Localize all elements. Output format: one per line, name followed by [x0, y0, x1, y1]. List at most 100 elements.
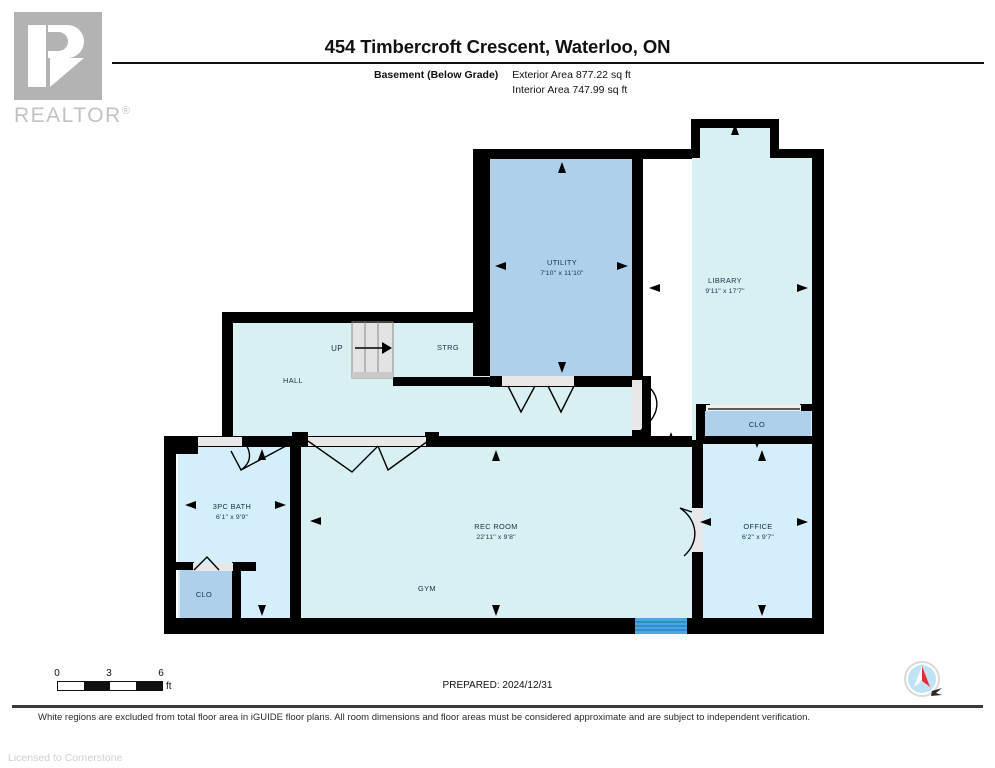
room-label-library: LIBRARY	[708, 276, 742, 285]
room-fill-library-main	[692, 158, 812, 440]
scale-tick-0: 0	[54, 668, 60, 679]
realtor-wordmark: REALTOR®	[14, 104, 131, 128]
disclaimer-text: White regions are excluded from total fl…	[38, 712, 811, 723]
wall-clo-library-left	[696, 404, 705, 440]
scale-unit-label: ft	[166, 681, 172, 692]
stairs-up	[351, 321, 394, 379]
wall-closet-bath-top-left	[176, 562, 194, 570]
dimension-arrows	[185, 124, 808, 616]
area-summary: Exterior Area 877.22 sq ft Interior Area…	[512, 68, 630, 98]
wall-bath-right	[290, 440, 301, 626]
wall-closet-bath-top-right	[232, 562, 256, 571]
stairs-outline	[351, 321, 394, 379]
level-info: Basement (Below Grade) Exterior Area 877…	[374, 68, 631, 98]
wall-library-right	[812, 149, 824, 634]
room-dim-library: 9'11" x 17'7"	[705, 288, 745, 295]
door-swing-rec-left	[307, 440, 379, 473]
level-label: Basement (Below Grade)	[374, 69, 499, 81]
door-swing-utility-right	[547, 385, 575, 414]
door-leaf-office	[679, 507, 693, 513]
room-fill-rec-room	[300, 446, 692, 622]
prepared-date: PREPARED: 2024/12/31	[442, 680, 553, 691]
room-labels: UTILITY 7'10" x 11'10" LIBRARY 9'11" x 1…	[196, 258, 774, 599]
door-opening-utility-hall	[502, 376, 574, 386]
wall-clo-library-bottom	[696, 436, 816, 444]
wall-utility-bottom	[490, 376, 643, 387]
wall-strg-bottom	[393, 377, 492, 386]
room-label-utility: UTILITY	[547, 258, 577, 267]
door-swing-office	[679, 507, 696, 557]
room-fill-clo-library	[703, 408, 811, 438]
door-opening-hall-bath	[198, 437, 242, 446]
exterior-area-text: Exterior Area 877.22 sq ft	[512, 69, 631, 81]
room-label-office: OFFICE	[743, 522, 772, 531]
title-divider	[112, 62, 984, 64]
wall-clo-library-top-left	[696, 404, 710, 411]
door-leaf-bath	[240, 439, 298, 471]
wall-hall-left	[222, 312, 233, 444]
compass-needle-white	[914, 666, 922, 687]
room-label-gym: GYM	[418, 584, 436, 593]
room-dim-rec-room: 22'11" x 9'8"	[476, 534, 516, 541]
page-title: 454 Timbercroft Crescent, Waterloo, ON	[324, 36, 671, 57]
registered-trademark-icon: ®	[121, 105, 132, 117]
door-leaf-library	[641, 382, 642, 430]
door-swing-rec-right	[377, 440, 429, 472]
room-label-clo-library: CLO	[749, 420, 765, 429]
door-swing-bath	[230, 439, 251, 472]
stairs-landing	[352, 372, 393, 378]
compass-rose	[898, 655, 950, 707]
wall-utility-right	[632, 149, 643, 376]
room-label-bath: 3PC BATH	[213, 502, 251, 511]
wall-bath-notch	[176, 440, 198, 454]
scale-tick-labels: 0 3 6	[52, 668, 168, 680]
door-opening-hall-library	[632, 380, 642, 430]
licensed-to-text: Licensed to Cornerstone	[8, 752, 123, 764]
scale-tick-3: 3	[106, 668, 112, 679]
interior-area-text: Interior Area 747.99 sq ft	[512, 84, 628, 96]
wall-closet-bath-right	[232, 562, 241, 624]
room-dim-utility: 7'10" x 11'10"	[540, 270, 584, 277]
logo-r-leg	[50, 58, 84, 87]
realtor-logo-mark	[14, 12, 102, 100]
wall-rec-room-top	[164, 436, 692, 447]
wall-stub-hall-door	[632, 420, 642, 440]
window-marker-bottom	[635, 618, 687, 634]
room-fill-hall	[232, 322, 640, 438]
wall-utility-left	[473, 149, 490, 376]
room-label-strg: STRG	[437, 343, 459, 352]
compass-pointer-icon	[931, 688, 942, 696]
door-opening-closet-bath	[193, 563, 233, 571]
compass-outer-ring	[904, 661, 940, 697]
room-fill-library-top	[700, 128, 770, 160]
compass-needle-red	[922, 666, 930, 687]
realtor-logo: REALTOR®	[14, 12, 130, 132]
room-fill-utility	[490, 158, 632, 376]
door-opening-rec-office	[692, 508, 703, 552]
room-label-rec-room: REC ROOM	[474, 522, 517, 531]
stairs-label-up: UP	[331, 344, 343, 353]
wall-hall-lower-left	[164, 436, 176, 626]
room-label-hall: HALL	[283, 376, 303, 385]
wall-stub-rec-a	[292, 432, 308, 444]
door-swing-utility-left	[507, 385, 536, 414]
logo-r-bowl-counter	[48, 32, 68, 51]
wall-stub-rec-b	[425, 432, 439, 442]
realtor-wordmark-text: REALTOR	[14, 104, 122, 127]
wall-top-utility	[473, 149, 692, 159]
room-dim-office: 6'2" x 9'7"	[742, 534, 774, 541]
door-opening-clo-library	[706, 405, 801, 411]
wall-library-left	[640, 376, 651, 442]
room-fill-bath	[178, 446, 290, 622]
room-fill-office	[703, 446, 823, 622]
logo-r-stem	[28, 25, 46, 87]
door-swing-closet-bath	[193, 555, 220, 571]
door-swing-library	[640, 381, 658, 431]
wall-hall-top	[222, 312, 484, 323]
wall-office-left	[692, 440, 703, 622]
footer-divider	[12, 705, 983, 708]
room-fill-strg	[393, 325, 490, 377]
scale-tick-6: 6	[158, 668, 164, 679]
scale-bar: 0 3 6 ft	[52, 668, 182, 698]
